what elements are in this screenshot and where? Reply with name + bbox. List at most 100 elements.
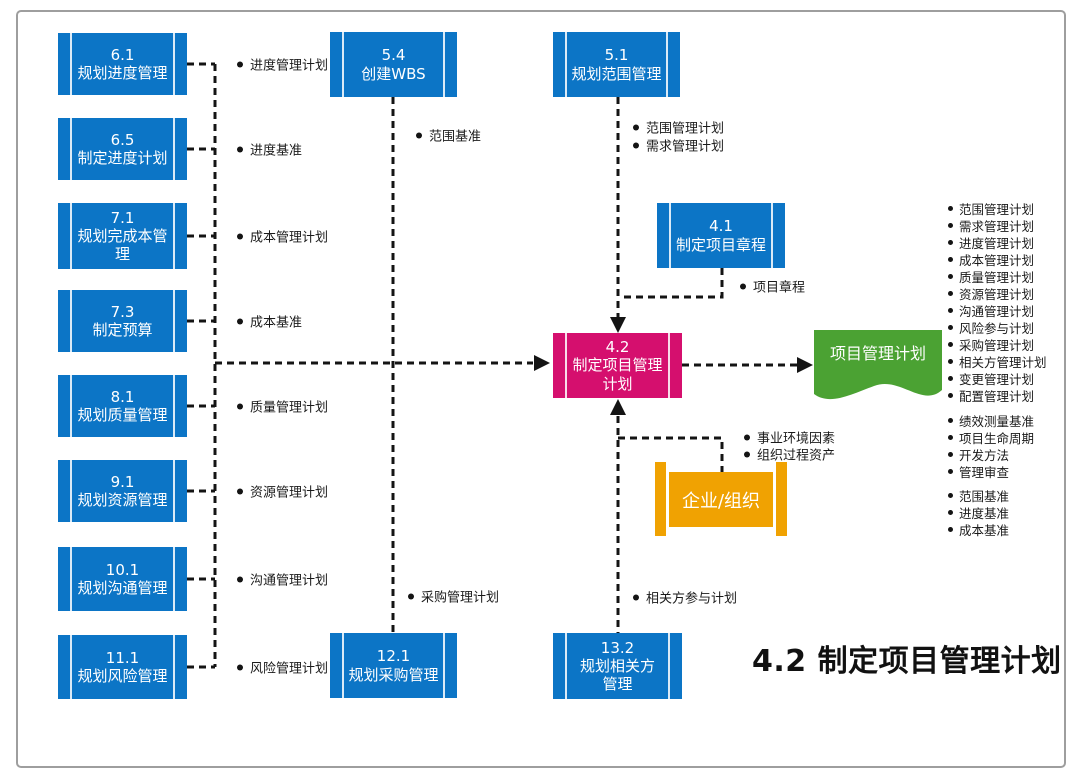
bullet-icon xyxy=(237,403,243,409)
output-label: 需求管理计划 xyxy=(633,136,724,155)
bullet-icon xyxy=(237,233,243,239)
process-box-6-5: 6.5 制定进度计划 xyxy=(58,118,187,180)
bullet-icon xyxy=(948,418,953,423)
output-label: 风险管理计划 xyxy=(237,658,328,677)
process-box-10-1: 10.1 规划沟通管理 xyxy=(58,547,187,611)
process-box-5-4: 5.4 创建WBS xyxy=(330,32,457,97)
process-box-8-1: 8.1 规划质量管理 xyxy=(58,375,187,437)
bullet-icon xyxy=(948,342,953,347)
bullet-icon xyxy=(948,493,953,498)
process-name: 规划相关方 管理 xyxy=(579,656,655,694)
output-label: 成本管理计划 xyxy=(237,227,328,246)
bullet-icon xyxy=(633,142,639,148)
bullet-icon xyxy=(408,593,414,599)
list-item: 质量管理计划 xyxy=(948,268,1047,285)
process-box-9-1: 9.1 规划资源管理 xyxy=(58,460,187,522)
bullet-icon xyxy=(237,576,243,582)
diagram-title: 4.2 制定项目管理计划 xyxy=(752,644,1062,679)
list-item: 开发方法 xyxy=(948,446,1034,463)
list-item: 范围管理计划 xyxy=(948,200,1047,217)
process-name: 规划采购管理 xyxy=(348,665,439,684)
output-label: 采购管理计划 xyxy=(408,587,499,606)
bullet-icon xyxy=(948,325,953,330)
list-item: 配置管理计划 xyxy=(948,387,1047,404)
process-box-5-1: 5.1 规划范围管理 xyxy=(553,32,680,97)
list-item: 范围基准 xyxy=(948,487,1009,504)
list-item: 进度基准 xyxy=(948,504,1009,521)
bullet-icon xyxy=(744,434,750,440)
process-name: 规划质量管理 xyxy=(77,406,168,424)
bullet-icon xyxy=(744,451,750,457)
bullet-icon xyxy=(948,359,953,364)
output-label: 范围管理计划 xyxy=(633,118,724,137)
list-item: 变更管理计划 xyxy=(948,370,1047,387)
bullet-icon xyxy=(237,61,243,67)
bullet-icon xyxy=(948,223,953,228)
output-label: 成本基准 xyxy=(237,312,302,331)
output-label: 沟通管理计划 xyxy=(237,570,328,589)
bullet-icon xyxy=(237,318,243,324)
process-number: 4.1 xyxy=(709,217,733,236)
bullet-icon xyxy=(416,132,422,138)
list-item: 资源管理计划 xyxy=(948,285,1047,302)
bullet-icon xyxy=(948,435,953,440)
bullet-icon xyxy=(948,527,953,532)
bullet-icon xyxy=(948,257,953,262)
list-item: 风险参与计划 xyxy=(948,319,1047,336)
output-label: 范围基准 xyxy=(416,126,481,145)
process-box-7-1: 7.1 规划完成本管 理 xyxy=(58,203,187,269)
bullet-icon xyxy=(948,376,953,381)
process-number: 5.1 xyxy=(604,46,629,65)
process-box-11-1: 11.1 规划风险管理 xyxy=(58,635,187,699)
bullet-icon xyxy=(948,291,953,296)
process-number: 4.2 xyxy=(605,338,630,357)
process-name: 制定预算 xyxy=(92,321,153,339)
list-item: 成本基准 xyxy=(948,521,1009,538)
process-number: 10.1 xyxy=(105,560,140,579)
process-number: 7.1 xyxy=(110,208,135,227)
process-name: 规划资源管理 xyxy=(77,491,168,509)
output-label: 进度管理计划 xyxy=(237,55,328,74)
outputs-group-baselines: 范围基准 进度基准 成本基准 xyxy=(948,487,1009,538)
bullet-icon xyxy=(948,206,953,211)
list-item: 相关方管理计划 xyxy=(948,353,1047,370)
bullet-icon xyxy=(237,146,243,152)
organization-shape: 企业/组织 xyxy=(655,462,787,536)
bullet-icon xyxy=(237,488,243,494)
process-name: 规划风险管理 xyxy=(77,667,168,685)
organization-label: 企业/组织 xyxy=(669,472,773,527)
bullet-icon xyxy=(633,594,639,600)
process-box-4-2: 4.2 制定项目管理 计划 xyxy=(553,333,682,398)
list-item: 绩效测量基准 xyxy=(948,412,1034,429)
list-item: 成本管理计划 xyxy=(948,251,1047,268)
bullet-icon xyxy=(948,308,953,313)
process-box-7-3: 7.3 制定预算 xyxy=(58,290,187,352)
process-number: 5.4 xyxy=(381,46,406,65)
output-label: 事业环境因素 xyxy=(744,428,835,447)
output-label: 组织过程资产 xyxy=(744,445,835,464)
output-label: 进度基准 xyxy=(237,140,302,159)
bullet-icon xyxy=(740,283,746,289)
bullet-icon xyxy=(948,240,953,245)
list-item: 管理审查 xyxy=(948,463,1034,480)
document-shape xyxy=(814,330,942,400)
process-name: 规划完成本管 理 xyxy=(77,226,168,264)
output-label: 项目章程 xyxy=(740,277,805,296)
output-label: 质量管理计划 xyxy=(237,397,328,416)
process-number: 13.2 xyxy=(600,638,635,657)
process-name: 制定项目章程 xyxy=(675,235,766,254)
outputs-group-plans: 范围管理计划 需求管理计划 进度管理计划 成本管理计划 质量管理计划 资源管理计… xyxy=(948,200,1047,404)
bullet-icon xyxy=(633,124,639,130)
process-box-4-1: 4.1 制定项目章程 xyxy=(657,203,785,268)
outputs-group-methods: 绩效测量基准 项目生命周期 开发方法 管理审查 xyxy=(948,412,1034,480)
outer-border xyxy=(16,10,1066,768)
process-number: 6.1 xyxy=(110,45,135,64)
document-label: 项目管理计划 xyxy=(829,344,926,363)
process-number: 6.5 xyxy=(110,130,135,149)
bullet-icon xyxy=(948,469,953,474)
process-name: 规划范围管理 xyxy=(571,64,662,83)
process-number: 9.1 xyxy=(110,472,135,491)
process-number: 8.1 xyxy=(110,387,135,406)
process-box-6-1: 6.1 规划进度管理 xyxy=(58,33,187,95)
list-item: 沟通管理计划 xyxy=(948,302,1047,319)
